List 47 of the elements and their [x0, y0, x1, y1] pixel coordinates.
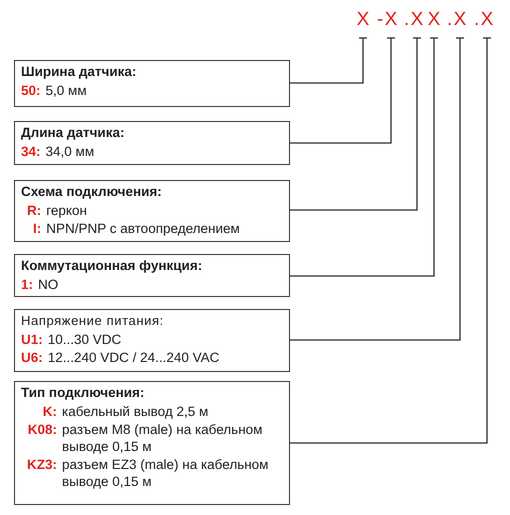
option-code: K08: — [27, 421, 57, 439]
option-box — [14, 121, 290, 165]
option-description: 34,0 мм — [46, 143, 96, 160]
option-description: 5,0 мм — [46, 82, 88, 99]
option-code: R: — [27, 202, 42, 219]
code-separator: - — [377, 9, 384, 31]
option-box — [14, 60, 290, 107]
code-letter: X — [453, 9, 467, 31]
option-code: I: — [32, 220, 42, 237]
option-code: 50: — [21, 82, 41, 99]
group-heading: Ширина датчика: — [21, 64, 138, 79]
group-heading: Длина датчика: — [21, 125, 126, 140]
option-box — [14, 309, 290, 372]
option-description: разъем EZ3 (male) на кабельном выводе 0,15 м — [62, 456, 270, 490]
group-heading: Коммутационная функция: — [21, 258, 204, 273]
option-box — [14, 254, 290, 297]
option-box — [14, 381, 290, 505]
option-code: U6: — [21, 349, 43, 366]
code-letter: X — [427, 9, 441, 31]
leader-line — [290, 38, 392, 144]
code-separator: . — [474, 9, 480, 31]
option-code: K: — [42, 403, 57, 420]
option-description: геркон — [46, 202, 88, 219]
code-separator: . — [447, 9, 452, 31]
leader-line — [290, 38, 364, 84]
option-description: 12...240 VDC / 24...240 VAC — [48, 349, 220, 366]
option-code: U1: — [21, 331, 43, 348]
leader-line — [290, 38, 461, 341]
option-code: 1: — [21, 276, 34, 293]
code-letter: X — [356, 9, 370, 31]
code-letter: X — [480, 9, 494, 31]
group-heading: Схема подключения: — [21, 184, 163, 199]
option-code: KZ3: — [27, 456, 57, 474]
option-description: NO — [38, 276, 60, 293]
option-description: NPN/PNP с автоопределением — [46, 220, 241, 237]
option-box — [14, 180, 290, 242]
code-separator: . — [404, 9, 410, 31]
group-heading: Тип подключения: — [21, 385, 146, 400]
code-letter: X — [410, 9, 424, 31]
group-heading: Напряжение питания: — [21, 313, 165, 328]
code-letter: X — [384, 9, 398, 31]
leader-line — [290, 38, 435, 277]
leader-line — [290, 38, 418, 211]
option-description: кабельный вывод 2,5 м — [62, 403, 210, 420]
leader-line — [290, 38, 488, 444]
option-code: 34: — [21, 143, 41, 160]
option-description: 10...30 VDC — [48, 331, 122, 348]
